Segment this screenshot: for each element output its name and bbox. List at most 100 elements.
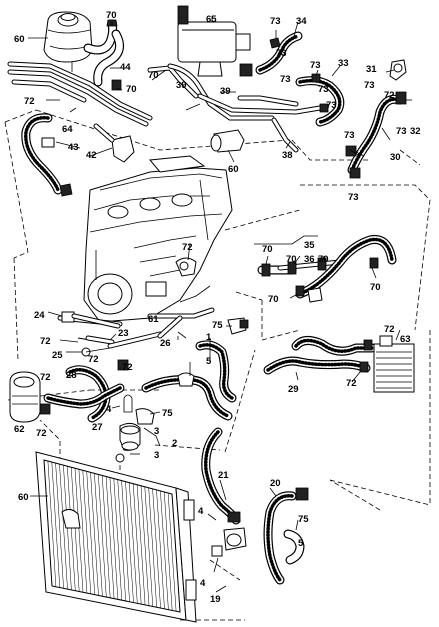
radiator-fin [144,486,154,607]
label-33: 33 [338,58,349,69]
radiator-fin [82,470,92,594]
expansion-tank-left [9,371,41,423]
radiator-fin [113,478,123,601]
label-23: 23 [118,328,129,339]
pipe-bundle [7,61,199,127]
radiator-fin [74,468,84,593]
label-61: 61 [148,314,159,325]
label-36: 36 [304,254,315,265]
radiator-fin [163,491,173,611]
label-72: 72 [384,324,395,335]
label-70: 70 [318,254,329,265]
radiator-fin [70,467,80,592]
label-75: 75 [212,320,223,331]
label-75: 75 [298,514,309,525]
radiator-fin [51,462,61,588]
radiator-fin [125,481,134,603]
label-1: 1 [206,332,212,343]
radiator-fin [117,479,126,602]
label-70: 70 [106,10,117,21]
label-28: 28 [66,370,77,381]
label-62: 62 [14,424,25,435]
radiator-fin [94,473,103,597]
label-70: 70 [268,294,279,305]
label-70: 70 [370,282,381,293]
label-73: 73 [396,126,407,137]
radiator-fin [47,460,57,587]
label-39: 39 [220,86,231,97]
label-70: 70 [126,84,137,95]
radiator-fin [152,488,161,609]
label-27: 27 [92,422,103,433]
leader-lines [28,16,412,593]
label-72: 72 [182,242,193,253]
label-4: 4 [106,404,112,415]
label-32: 32 [410,126,421,137]
radiator-fin [136,484,146,605]
label-5: 5 [298,538,304,549]
thermostat-parts [115,394,155,463]
label-3: 3 [154,450,159,461]
label-63: 63 [400,334,411,345]
label-73: 73 [280,74,291,85]
label-35: 35 [304,240,315,251]
fasteners [71,313,187,357]
oil-cooler [373,335,415,393]
radiator-fin [129,482,138,604]
radiator-fin [78,469,88,594]
label-73: 73 [310,60,321,71]
label-72: 72 [40,372,51,383]
label-72: 72 [122,362,133,373]
label-25: 25 [52,350,63,361]
label-60: 60 [14,34,25,45]
label-72: 72 [24,96,35,107]
label-4: 4 [198,506,204,517]
label-19: 19 [210,594,221,605]
radiator-fins [43,459,181,613]
label-64: 64 [62,124,73,135]
label-34: 34 [296,16,307,27]
radiator-fin [90,472,99,596]
radiator-fin [98,474,107,598]
label-65: 65 [206,14,217,25]
heater-valve-assembly [177,5,253,77]
label-73: 73 [348,192,359,203]
label-60: 60 [18,492,29,503]
label-73: 73 [270,16,281,27]
radiator-fin [148,487,157,608]
label-5: 5 [206,356,212,367]
label-73: 73 [364,80,375,91]
label-72: 72 [346,378,357,389]
radiator-fin [101,475,111,598]
label-70: 70 [148,70,159,81]
label-73: 73 [344,130,355,141]
engine-block [83,155,233,323]
label-72: 72 [40,336,51,347]
part-number-labels: 60 70 44 70 72 64 43 42 70 39 39 65 60 7… [14,10,421,605]
label-43: 43 [68,142,79,153]
radiator-fin [171,493,181,613]
label-30: 30 [390,152,401,163]
radiator-fin [55,463,64,589]
coolant-pipe-assembly [257,234,397,303]
label-31: 31 [366,64,377,75]
radiator-fin [156,489,165,609]
radiator [35,451,197,623]
radiator-fin [105,476,115,599]
label-21: 21 [218,470,229,481]
label-70: 70 [286,254,297,265]
label-4: 4 [200,578,206,589]
radiator-fin [132,483,142,605]
label-26: 26 [160,338,171,349]
radiator-fin [121,480,130,602]
label-72: 72 [36,428,47,439]
radiator-fin [109,477,119,600]
label-42: 42 [86,150,97,161]
label-72: 72 [88,354,99,365]
label-38: 38 [282,150,293,161]
label-73: 73 [326,100,337,111]
radiator-fin [167,492,177,612]
label-75: 75 [162,408,173,419]
